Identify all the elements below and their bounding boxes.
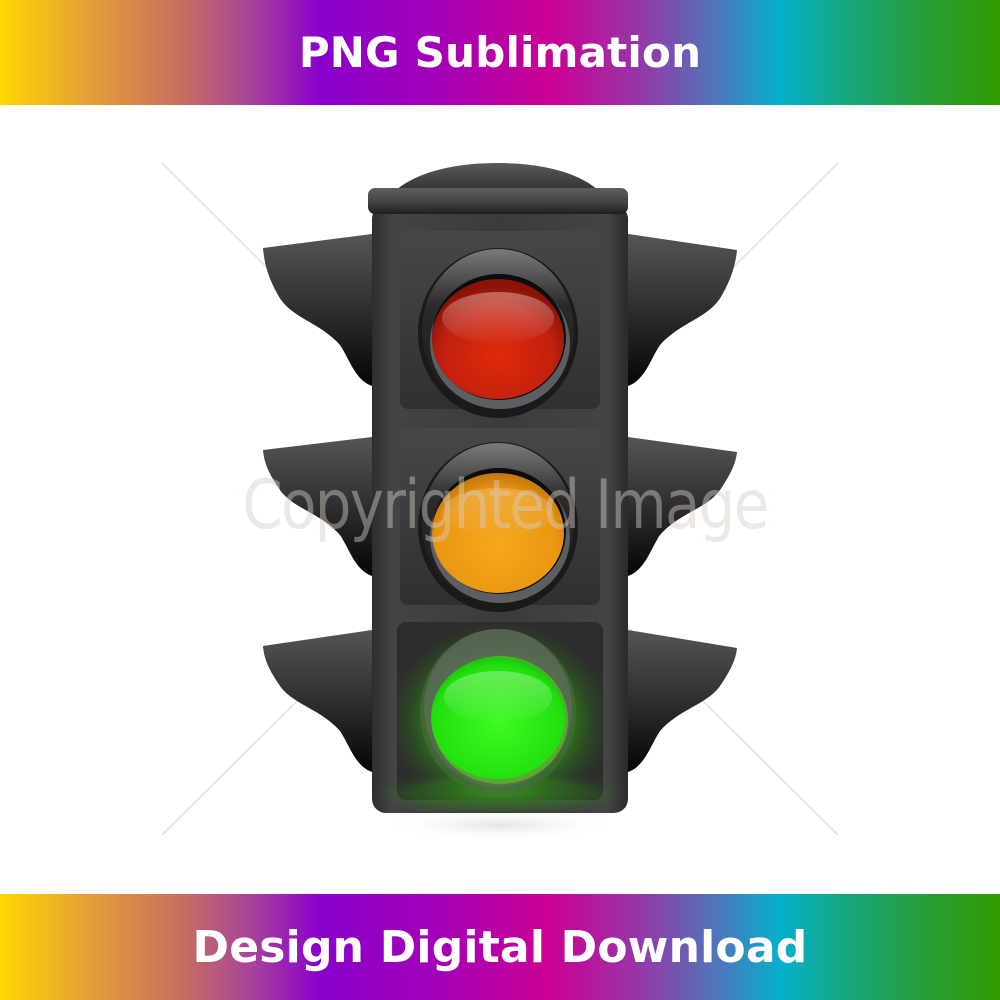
red-light-module	[400, 231, 600, 418]
top-banner: PNG Sublimation	[0, 0, 1000, 105]
visors-left	[263, 234, 372, 772]
green-light-module	[378, 622, 622, 813]
visors-right	[628, 234, 737, 772]
amber-light-module	[400, 428, 600, 612]
top-banner-title: PNG Sublimation	[298, 28, 702, 77]
top-dome	[396, 163, 598, 190]
cap-bar	[368, 188, 628, 214]
bottom-banner-title: Design Digital Download	[192, 921, 808, 973]
bottom-banner: Design Digital Download	[0, 894, 1000, 1000]
